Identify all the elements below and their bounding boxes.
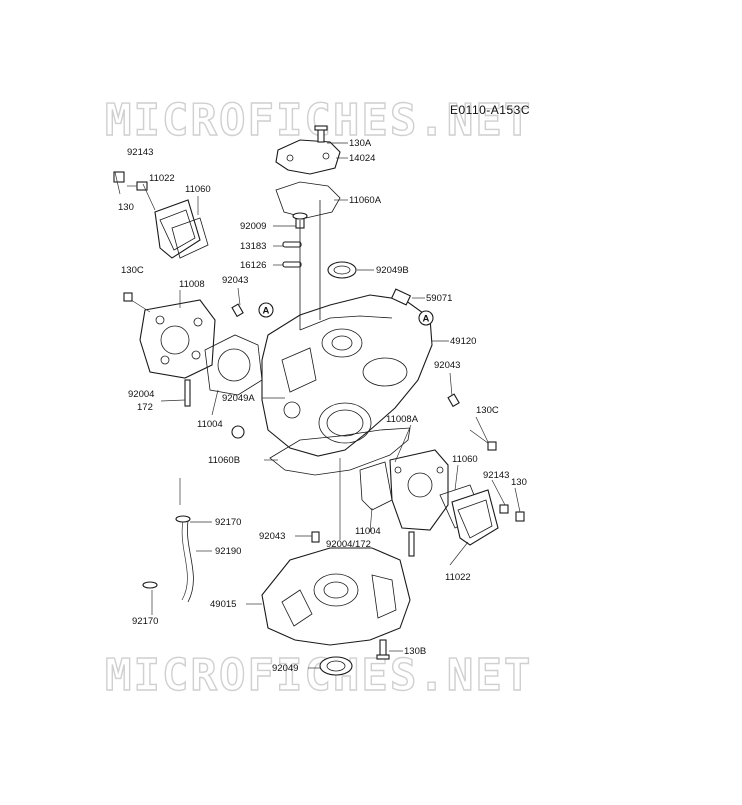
part-label: 11008 [179, 279, 205, 290]
part-label: 11008A [386, 414, 419, 425]
part-label: 130B [404, 646, 426, 657]
part-label: 11004 [197, 419, 223, 430]
part-label: 92043 [259, 531, 285, 542]
part-label: 11060B [208, 455, 240, 466]
part-label: 11004 [355, 526, 381, 537]
part-label: 13183 [240, 241, 266, 252]
part-label: 59071 [426, 293, 452, 304]
part-label: 92043 [222, 275, 248, 286]
part-label: 130C [476, 405, 499, 416]
part-label: 92049 [272, 663, 298, 674]
part-label: 92143 [483, 470, 509, 481]
reference-mark-right: A [423, 314, 430, 325]
reference-circle-a-left [258, 302, 274, 318]
part-label: 92170 [215, 517, 241, 528]
part-label: 49120 [450, 336, 476, 347]
watermark-bottom: MICROFICHES.NET [105, 650, 532, 701]
part-label: 11022 [445, 572, 471, 583]
part-label: 92049B [376, 265, 409, 276]
part-label: 130 [511, 477, 527, 488]
part-label: 14024 [349, 153, 375, 164]
part-label: 130C [121, 265, 144, 276]
part-label: 172 [137, 402, 153, 413]
part-label: 11060 [185, 184, 211, 195]
part-label: 92004 [128, 389, 154, 400]
reference-circle-a-right [418, 310, 434, 326]
reference-mark-left: A [263, 306, 270, 317]
part-labels: 92143 130 11022 11060 130C 11008 92004 1… [118, 138, 527, 674]
part-label: 92170 [132, 616, 158, 627]
part-label: 92190 [215, 546, 241, 557]
part-label: 92004/172 [326, 539, 371, 550]
diagram-code: E0110-A153C [450, 103, 530, 117]
part-label: 11022 [149, 173, 175, 184]
part-label: 92009 [240, 221, 266, 232]
part-label: 49015 [210, 599, 236, 610]
part-label: 16126 [240, 260, 266, 271]
parts-drawing [113, 125, 525, 676]
part-label: 92043 [434, 360, 460, 371]
part-label: 130A [349, 138, 372, 149]
part-label: 92143 [127, 147, 153, 158]
part-label: 92049A [222, 393, 255, 404]
leader-lines [114, 142, 521, 669]
part-label: 11060A [349, 195, 382, 206]
part-label: 11060 [452, 454, 478, 465]
part-label: 130 [118, 202, 134, 213]
